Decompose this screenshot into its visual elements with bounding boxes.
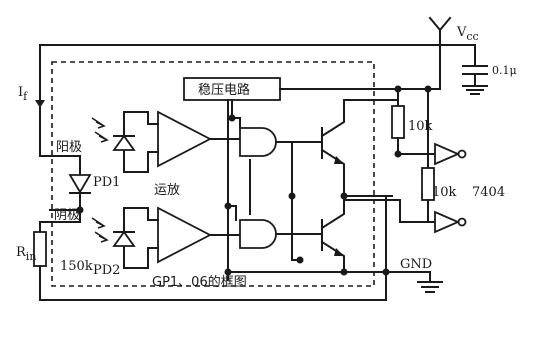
regulator-label: 稳压电路 [198, 82, 250, 98]
opamp-upper [147, 110, 241, 168]
input-led [49, 174, 92, 211]
photodiode-upper [91, 111, 149, 173]
if-label: If [18, 85, 28, 103]
r10k-upper-label: 10k [408, 119, 433, 134]
opamp-lower [147, 206, 241, 264]
and-gate-lower [239, 219, 323, 249]
if-current-arrow [35, 81, 45, 108]
gnd-label: GND [400, 257, 432, 272]
anode-wire [39, 107, 81, 176]
gate-label: 7404 [472, 185, 505, 200]
regulator-block [183, 77, 441, 281]
transistor-lower [320, 199, 345, 273]
r10k-lower-label: 10k [432, 185, 457, 200]
anode-label: 阳极 [56, 140, 82, 155]
vcc-symbol [428, 16, 452, 46]
opamp-label: 运放 [154, 183, 180, 198]
inverter-lower [345, 199, 467, 234]
photodiode-lower [91, 207, 149, 269]
diagram-caption: GP1、06的框图 [152, 274, 247, 290]
capacitor-label: 0.1μ [492, 64, 517, 77]
vcc-label: Vcc [456, 25, 479, 43]
package-outline [51, 61, 375, 287]
r150k-label: 150k [60, 259, 93, 274]
transistor-upper [320, 99, 399, 197]
pd1-label: PD1 [93, 175, 120, 190]
pd2-label: PD2 [93, 263, 120, 278]
rin-resistor [33, 231, 387, 301]
inverter-upper [434, 142, 467, 166]
and-gate-upper [239, 127, 323, 157]
cathode-label: 阴极 [54, 208, 80, 223]
cathode-wire [39, 209, 81, 233]
pullup-resistor-lower [421, 88, 435, 223]
decoupling-capacitor [439, 44, 488, 95]
rin-label: Rin [16, 245, 36, 263]
junction-dots [76, 85, 432, 276]
